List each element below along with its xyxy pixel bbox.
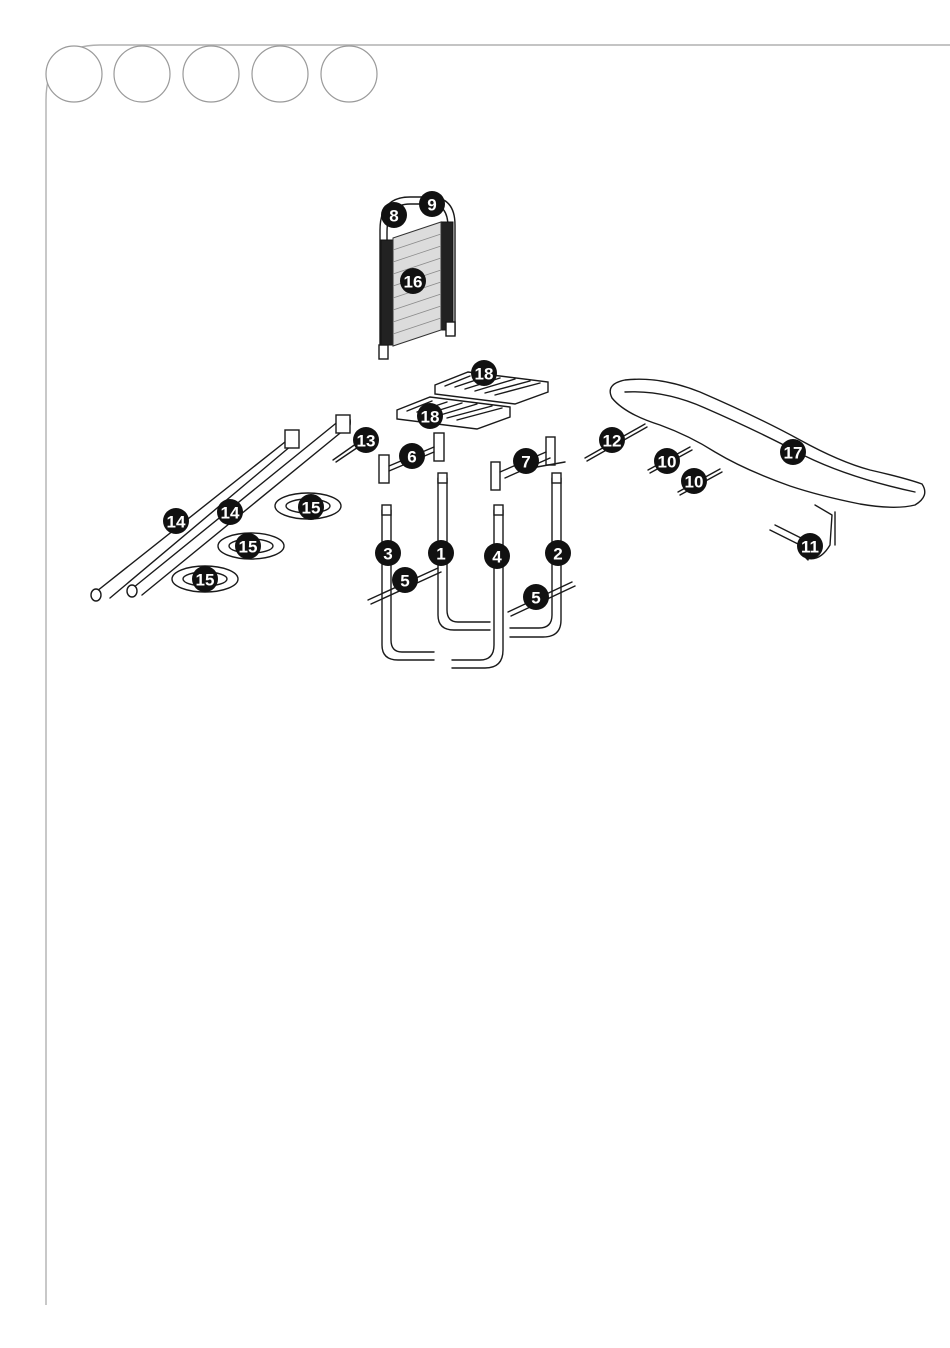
step-circle-5 — [321, 46, 377, 102]
part-label-p18a: 18 — [471, 360, 497, 386]
slide-17 — [610, 379, 925, 507]
part-label-p13: 13 — [353, 427, 379, 453]
part-label-number: 2 — [553, 545, 562, 564]
part-label-number: 5 — [531, 589, 540, 608]
page-frame — [46, 45, 950, 1305]
leg-frame-4 — [452, 505, 503, 668]
step-circles — [46, 46, 377, 102]
part-label-p4: 4 — [484, 543, 510, 569]
part-label-number: 14 — [167, 513, 186, 532]
part-label-number: 12 — [603, 432, 622, 451]
part-label-p2: 2 — [545, 540, 571, 566]
part-label-p18b: 18 — [417, 403, 443, 429]
part-label-number: 5 — [400, 572, 409, 591]
part-label-number: 8 — [389, 207, 398, 226]
part-label-number: 10 — [658, 453, 677, 472]
part-label-number: 16 — [404, 273, 423, 292]
part-label-number: 7 — [521, 453, 530, 472]
part-label-number: 14 — [221, 504, 240, 523]
part-label-number: 10 — [685, 473, 704, 492]
part-label-number: 9 — [427, 196, 436, 215]
part-label-p8: 8 — [381, 202, 407, 228]
part-label-p5b: 5 — [523, 584, 549, 610]
part-label-p10b: 10 — [681, 468, 707, 494]
step-circle-2 — [114, 46, 170, 102]
part-label-number: 18 — [475, 365, 494, 384]
step-circle-3 — [183, 46, 239, 102]
part-label-number: 13 — [357, 432, 376, 451]
part-label-p6: 6 — [399, 443, 425, 469]
part-label-p1: 1 — [428, 540, 454, 566]
part-label-p11: 11 — [797, 533, 823, 559]
part-label-p12: 12 — [599, 427, 625, 453]
part-label-p16: 16 — [400, 268, 426, 294]
part-label-p14b: 14 — [217, 499, 243, 525]
part-label-p14a: 14 — [163, 508, 189, 534]
part-label-number: 17 — [784, 444, 803, 463]
step-circle-4 — [252, 46, 308, 102]
part-label-number: 15 — [239, 538, 258, 557]
part-label-p3: 3 — [375, 540, 401, 566]
part-label-number: 11 — [801, 538, 819, 557]
part-label-p15a: 15 — [298, 494, 324, 520]
part-label-number: 1 — [436, 545, 445, 564]
part-label-p9: 9 — [419, 191, 445, 217]
part-label-number: 15 — [196, 571, 215, 590]
part-label-number: 15 — [302, 499, 321, 518]
part-label-p5a: 5 — [392, 567, 418, 593]
step-circle-1 — [46, 46, 102, 102]
part-label-p17: 17 — [780, 439, 806, 465]
part-label-number: 4 — [492, 548, 502, 567]
part-label-p15c: 15 — [192, 566, 218, 592]
part-label-p15b: 15 — [235, 533, 261, 559]
part-label-p10a: 10 — [654, 448, 680, 474]
part-label-number: 6 — [407, 448, 416, 467]
part-label-number: 3 — [383, 545, 392, 564]
part-label-p7: 7 — [513, 448, 539, 474]
part-label-number: 18 — [421, 408, 440, 427]
